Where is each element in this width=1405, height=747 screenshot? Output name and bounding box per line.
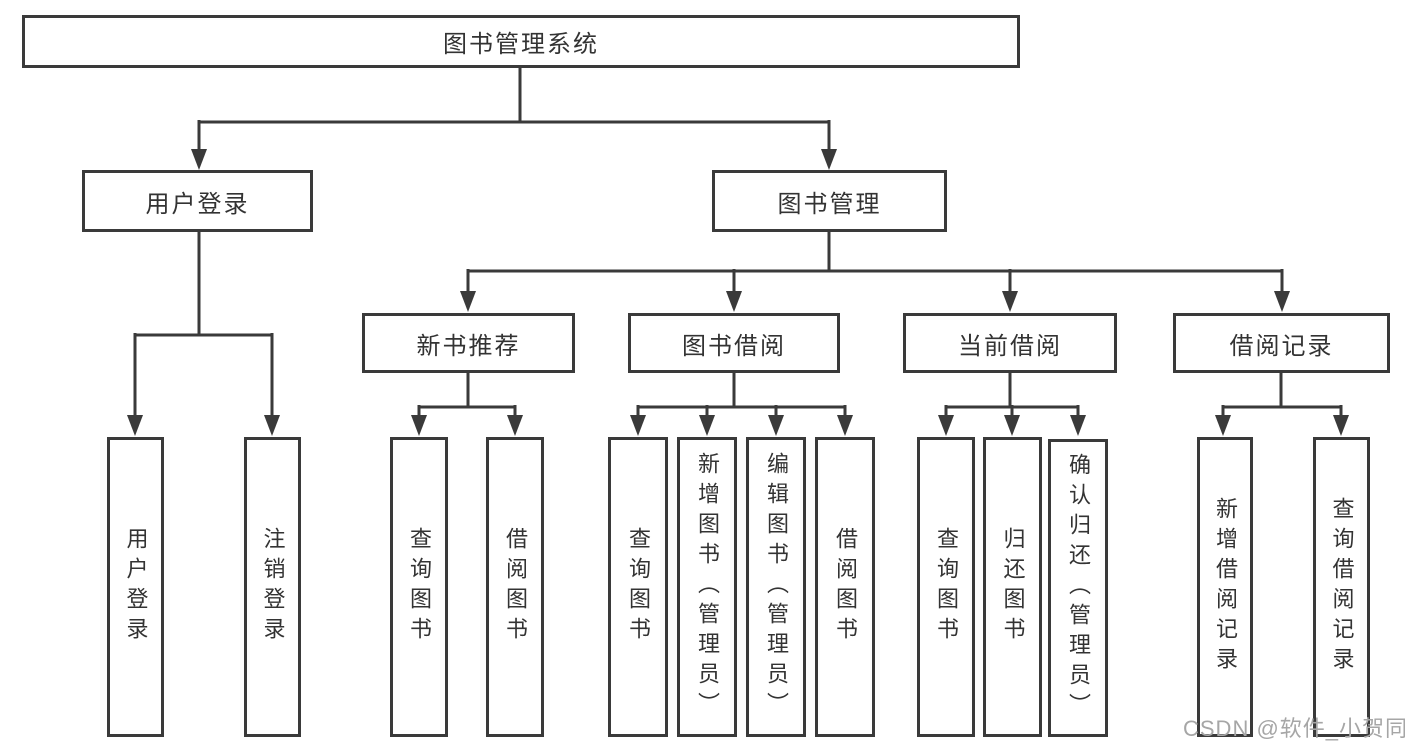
node-leaf-borrow-books-label: 借阅图书: [833, 527, 858, 647]
node-root-label: 图书管理系统: [443, 31, 599, 58]
node-leaf-query-books-recommend-label: 查询图书: [407, 527, 432, 647]
node-leaf-confirm-return-admin: 确认归还（管理员）: [1048, 439, 1108, 737]
node-leaf-logout: 注销登录: [244, 437, 301, 737]
node-root: 图书管理系统: [22, 15, 1020, 68]
node-book-borrow-label: 图书借阅: [682, 332, 786, 360]
node-leaf-query-books-borrow-label: 查询图书: [626, 527, 651, 647]
node-leaf-query-borrow-record: 查询借阅记录: [1313, 437, 1370, 737]
node-leaf-borrow-books: 借阅图书: [815, 437, 875, 737]
node-leaf-logout-label: 注销登录: [260, 527, 286, 647]
node-leaf-edit-book-admin-label: 编辑图书（管理员）: [764, 452, 789, 722]
connector-userlogin-to-leaves: [127, 232, 280, 436]
node-leaf-borrow-books-recommend: 借阅图书: [486, 437, 544, 737]
node-leaf-user-login: 用户登录: [107, 437, 164, 737]
node-user-login-label: 用户登录: [145, 190, 250, 218]
node-leaf-query-borrow-record-label: 查询借阅记录: [1329, 497, 1355, 677]
node-leaf-user-login-label: 用户登录: [123, 527, 149, 647]
node-leaf-return-books-label: 归还图书: [1000, 527, 1026, 647]
node-leaf-add-borrow-record-label: 新增借阅记录: [1213, 497, 1238, 677]
csdn-watermark: CSDN @软件_小贺同学: [1183, 716, 1405, 741]
node-leaf-query-books-recommend: 查询图书: [390, 437, 448, 737]
node-leaf-edit-book-admin: 编辑图书（管理员）: [746, 437, 806, 737]
node-borrow-records-label: 借阅记录: [1229, 332, 1334, 360]
connector-root-to-level2: [191, 67, 837, 170]
node-user-login: 用户登录: [82, 170, 313, 232]
node-current-borrow: 当前借阅: [903, 313, 1117, 373]
node-leaf-confirm-return-admin-label: 确认归还（管理员）: [1066, 453, 1091, 723]
node-leaf-query-books-current: 查询图书: [917, 437, 975, 737]
node-current-borrow-label: 当前借阅: [958, 332, 1062, 360]
node-leaf-add-book-admin-label: 新增图书（管理员）: [695, 452, 720, 722]
connector-newbook-to-leaves: [411, 373, 523, 436]
node-leaf-add-borrow-record: 新增借阅记录: [1197, 437, 1253, 737]
node-borrow-records: 借阅记录: [1173, 313, 1390, 373]
connector-bookborrow-to-leaves: [630, 373, 853, 436]
connector-currentborrow-to-leaves: [938, 373, 1086, 436]
node-leaf-borrow-books-recommend-label: 借阅图书: [503, 527, 528, 647]
node-book-management-label: 图书管理: [777, 190, 882, 218]
node-leaf-return-books: 归还图书: [983, 437, 1042, 737]
node-new-book-recommend-label: 新书推荐: [416, 332, 521, 360]
node-new-book-recommend: 新书推荐: [362, 313, 575, 373]
node-book-management: 图书管理: [712, 170, 947, 232]
node-book-borrow: 图书借阅: [628, 313, 840, 373]
connector-borrowrecords-to-leaves: [1215, 373, 1349, 436]
node-leaf-add-book-admin: 新增图书（管理员）: [677, 437, 737, 737]
node-leaf-query-books-borrow: 查询图书: [608, 437, 668, 737]
node-leaf-query-books-current-label: 查询图书: [934, 527, 959, 647]
connector-bookmgmt-to-level3: [460, 232, 1290, 312]
